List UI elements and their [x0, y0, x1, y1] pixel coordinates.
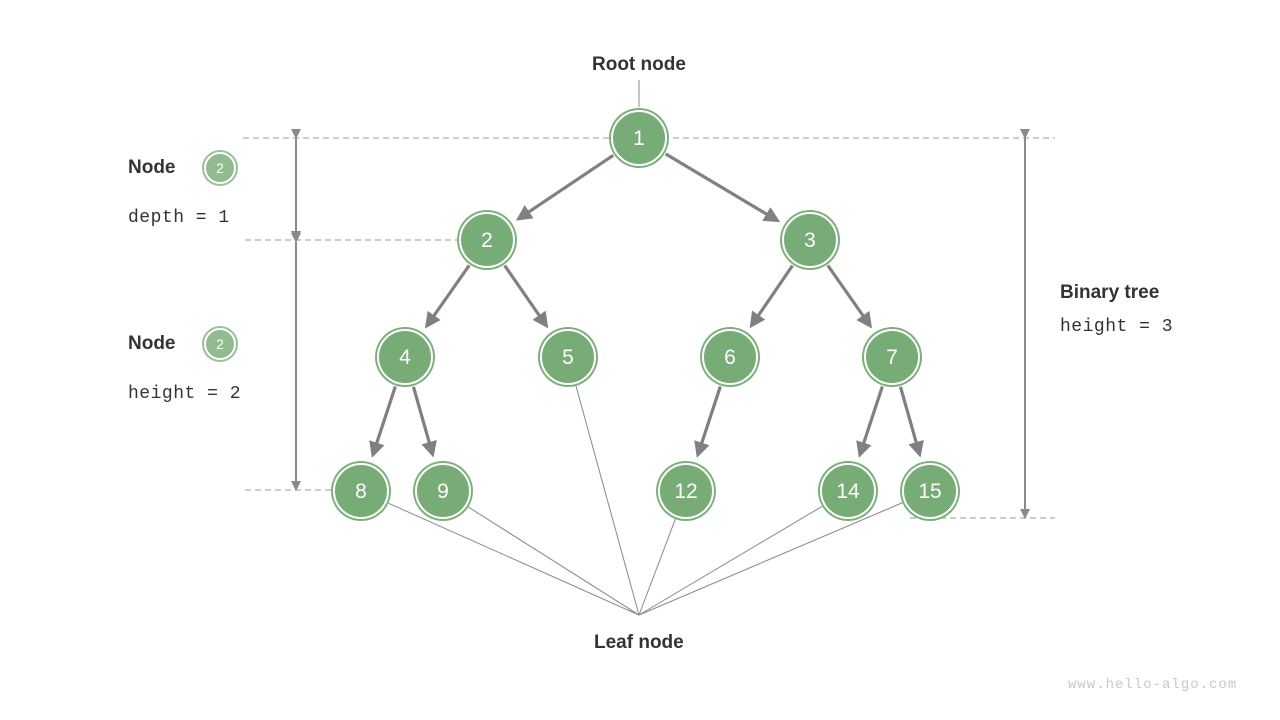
- dashed-guide-lines: [243, 137, 1055, 519]
- edge-1-to-3: [664, 152, 781, 223]
- leaf-leader-15: [638, 502, 903, 616]
- tree-node-2: 2: [459, 212, 515, 268]
- site-watermark: www.hello-algo.com: [1068, 677, 1238, 693]
- tree-node-5: 5: [540, 329, 596, 385]
- tree-node-14: 14: [820, 463, 876, 519]
- tree-node-15: 15: [902, 463, 958, 519]
- tree-height-detail: height = 3: [1060, 317, 1174, 337]
- tree-node-3: 3: [782, 212, 838, 268]
- edge-2-to-4: [424, 264, 471, 329]
- tree-node-8: 8: [333, 463, 389, 519]
- dimension-arrows: [291, 129, 1030, 519]
- edge-7-to-15: [898, 386, 924, 458]
- edge-7-to-14: [856, 385, 884, 458]
- leaf-node-label: Leaf node: [594, 632, 684, 653]
- edge-3-to-6: [749, 264, 794, 329]
- node-depth-title: Node: [128, 157, 176, 178]
- leaf-leader-9: [468, 506, 640, 616]
- tree-node-6: 6: [702, 329, 758, 385]
- tree-node-4: 4: [377, 329, 433, 385]
- tree-node-9: 9: [415, 463, 471, 519]
- edge-2-to-5: [503, 264, 549, 329]
- node-height-detail: height = 2: [128, 384, 242, 404]
- edge-6-to-12: [694, 385, 722, 458]
- edge-4-to-8: [369, 385, 397, 458]
- edge-1-to-2: [515, 153, 615, 221]
- node-height-badge: 2: [204, 328, 236, 360]
- leaf-leader-5: [575, 385, 640, 616]
- edge-3-to-7: [826, 264, 873, 329]
- tree-edges: [369, 152, 924, 458]
- tree-height-title: Binary tree: [1060, 282, 1160, 303]
- tree-node-12: 12: [658, 463, 714, 519]
- node-depth-badge: 2: [204, 152, 236, 184]
- leaf-leader-8: [388, 502, 640, 616]
- edge-4-to-9: [411, 386, 437, 458]
- leaf-leader-14: [638, 505, 823, 616]
- root-node-label: Root node: [592, 54, 686, 75]
- leaf-leader-lines: [388, 385, 903, 616]
- leaf-leader-12: [638, 518, 676, 616]
- node-depth-detail: depth = 1: [128, 208, 230, 228]
- tree-node-1: 1: [611, 110, 667, 166]
- node-height-title: Node: [128, 333, 176, 354]
- tree-node-7: 7: [864, 329, 920, 385]
